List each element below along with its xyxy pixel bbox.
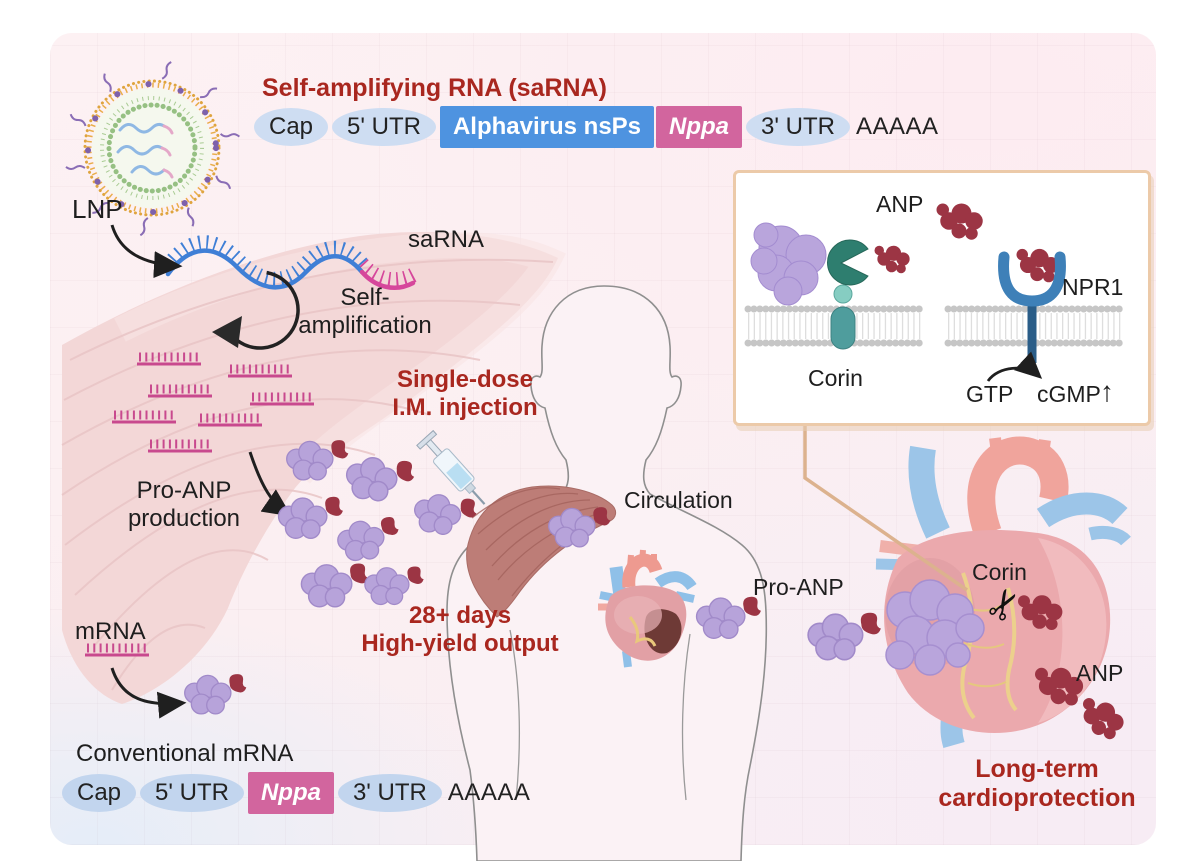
mrna-construct: Cap 5' UTR Nppa 3' UTR AAAAA — [62, 772, 530, 814]
output-label: 28+ days High-yield output — [346, 602, 574, 658]
heart-proanp-mass — [885, 579, 985, 676]
mrna-utr3-element: 3' UTR — [337, 774, 442, 812]
proanp-production-line1: Pro-ANP — [136, 477, 232, 504]
sarna-utr3-element: 3' UTR — [746, 108, 850, 146]
heart-corin-label: Corin — [972, 559, 1027, 585]
inset-illustration — [744, 203, 1126, 382]
inset-anp-label: ANP — [876, 191, 924, 217]
proanp-label: Pro-ANP — [753, 574, 844, 600]
cell-membranes — [744, 305, 1126, 347]
inset-cgmp-label: cGMP — [1037, 381, 1101, 407]
mrna-utr5-element: 5' UTR — [140, 774, 244, 812]
self-amplification-line2: amplification — [298, 311, 432, 339]
output-line1: 28+ days — [408, 602, 512, 629]
self-amplification-arrow — [212, 270, 300, 350]
conventional-mrna-title: Conventional mRNA — [76, 740, 294, 767]
injection-line1: Single-dose — [396, 366, 534, 393]
small-heart — [598, 549, 697, 668]
injection-line2: I.M. injection — [392, 393, 538, 421]
gtp-cgmp-arrow — [986, 351, 1043, 382]
sarna-utr5-element: 5' UTR — [332, 108, 436, 146]
self-amplification-label: Self- amplification — [280, 284, 450, 340]
body-silhouette — [446, 285, 768, 861]
cgmp-up-arrow-icon: ↑ — [1100, 376, 1114, 407]
sarna-cap-element: Cap — [254, 108, 329, 146]
proanp-production-label: Pro-ANP production — [104, 477, 264, 533]
mrna-label: mRNA — [75, 618, 146, 645]
sarna-strand-label: saRNA — [408, 226, 485, 253]
lnp-rna-cargo — [116, 122, 174, 179]
proanp-production-line2: production — [127, 504, 241, 532]
inset-free-anp — [936, 203, 983, 240]
sarna-nsps-element: Alphavirus nsPs — [439, 106, 655, 148]
syringe-icon — [416, 429, 486, 505]
corin-receptor — [750, 222, 910, 350]
mrna-cap-element: Cap — [62, 774, 137, 812]
inset-gtp-label: GTP — [966, 381, 1014, 407]
output-line2: High-yield output — [361, 629, 559, 657]
outcome-line2: cardioprotection — [938, 784, 1136, 812]
inset-callout-line — [803, 420, 968, 592]
circulation-label: Circulation — [624, 487, 733, 513]
mrna-polya-element: AAAAA — [447, 779, 531, 806]
sarna-title: Self-amplifying RNA (saRNA) — [262, 74, 607, 102]
outcome-label: Long-term cardioprotection — [917, 755, 1157, 813]
lnp-particle — [64, 59, 241, 237]
sarna-construct: Cap 5' UTR Alphavirus nsPs Nppa 3' UTR A… — [254, 106, 938, 148]
sarna-strand — [161, 235, 417, 290]
sarna-polya-element: AAAAA — [855, 113, 939, 140]
mrna-nppa-element: Nppa — [247, 772, 334, 814]
inset-npr1-label: NPR1 — [1062, 274, 1124, 300]
self-amplification-line1: Self- — [340, 284, 390, 311]
injection-label: Single-dose I.M. injection — [384, 366, 546, 422]
heart-anp-label: ANP — [1076, 660, 1124, 686]
sarna-nppa-element: Nppa — [656, 106, 743, 148]
lnp-label: LNP — [72, 194, 123, 224]
outcome-line1: Long-term — [975, 755, 1099, 783]
mechanism-inset: ANP Corin NPR1 GTP cGMP ↑ — [733, 170, 1151, 426]
inset-corin-label: Corin — [808, 365, 863, 391]
